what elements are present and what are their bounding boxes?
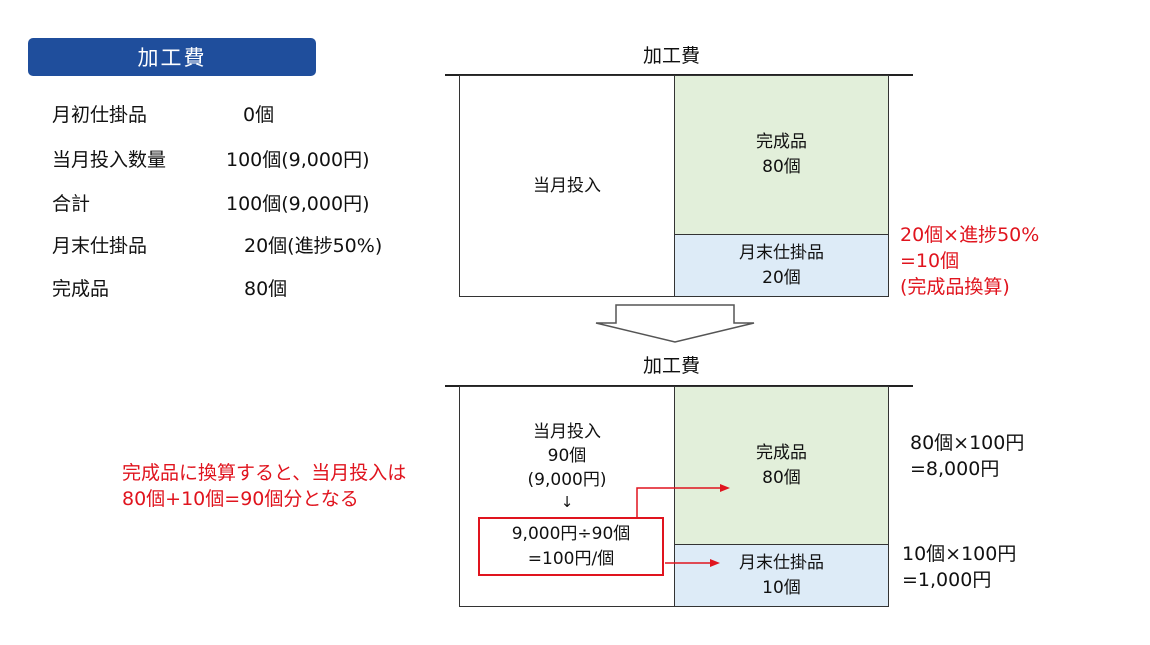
section-badge: 加工費	[28, 38, 316, 76]
top-completed-cell: 完成品 80個	[674, 75, 889, 235]
top-completed-qty: 80個	[762, 157, 801, 177]
arrow-to-completed-head-icon	[720, 484, 730, 492]
top-wip-cell: 月末仕掛品 20個	[674, 234, 889, 297]
top-conversion-note: 20個×進捗50% =10個 (完成品換算)	[900, 222, 1039, 300]
bottom-input-text: 当月投入 90個 (9,000円) ↓	[459, 420, 675, 512]
unit-cost-formula-box: 9,000円÷90個 =100円/個	[478, 517, 664, 576]
note-line: 完成品に換算すると、当月投入は	[122, 462, 407, 484]
info-value: 100個(9,000円)	[226, 193, 370, 215]
info-value: 20個(進捗50%)	[244, 235, 383, 257]
info-value: 80個	[244, 278, 288, 300]
arrow-to-wip-head-icon	[710, 559, 720, 567]
info-value: 100個(9,000円)	[226, 149, 370, 171]
completed-cost-calc: 80個×100円 =8,000円	[910, 430, 1024, 482]
down-arrow-icon	[595, 304, 755, 343]
badge-label: 加工費	[137, 46, 207, 70]
info-label: 完成品	[52, 278, 110, 300]
bottom-wip-cell: 月末仕掛品 10個	[674, 544, 889, 607]
top-diagram-title: 加工費	[643, 45, 701, 67]
calc-line: =1,000円	[902, 569, 992, 591]
info-label: 月末仕掛品	[52, 235, 148, 257]
note-line: (完成品換算)	[900, 276, 1010, 298]
formula-line: =100円/個	[527, 548, 615, 569]
top-input-label: 当月投入	[533, 175, 601, 196]
calc-line: =8,000円	[910, 458, 1000, 480]
small-down-arrow-icon: ↓	[560, 493, 574, 511]
wip-cost-calc: 10個×100円 =1,000円	[902, 541, 1016, 593]
left-explanation-note: 完成品に換算すると、当月投入は 80個+10個=90個分となる	[122, 460, 406, 512]
info-label: 合計	[52, 193, 91, 215]
bottom-completed-label: 完成品	[756, 442, 807, 463]
note-line: =10個	[900, 250, 960, 272]
info-value: 0個	[243, 104, 275, 126]
input-line: (9,000円)	[527, 470, 607, 490]
top-wip-qty: 20個	[762, 267, 801, 288]
info-label: 当月投入数量	[52, 149, 167, 171]
formula-line: 9,000円÷90個	[511, 523, 631, 544]
calc-line: 10個×100円	[902, 543, 1017, 565]
arrow-to-completed-icon	[636, 487, 722, 517]
calc-line: 80個×100円	[910, 432, 1025, 454]
bottom-wip-label: 月末仕掛品	[739, 552, 824, 573]
note-line: 80個+10個=90個分となる	[122, 488, 359, 510]
note-line: 20個×進捗50%	[900, 224, 1040, 246]
top-wip-label: 月末仕掛品	[739, 242, 824, 263]
bottom-diagram-title: 加工費	[643, 355, 701, 377]
connector-arrows	[636, 484, 730, 567]
info-label: 月初仕掛品	[52, 104, 148, 126]
bottom-completed-cell: 完成品 80個	[674, 386, 889, 545]
input-line: 90個	[547, 446, 587, 466]
bottom-completed-qty: 80個	[762, 467, 801, 488]
top-input-cell: 当月投入	[459, 75, 675, 297]
bottom-wip-qty: 10個	[762, 577, 801, 598]
top-completed-label: 完成品	[756, 132, 807, 152]
input-line: 当月投入	[533, 422, 601, 442]
